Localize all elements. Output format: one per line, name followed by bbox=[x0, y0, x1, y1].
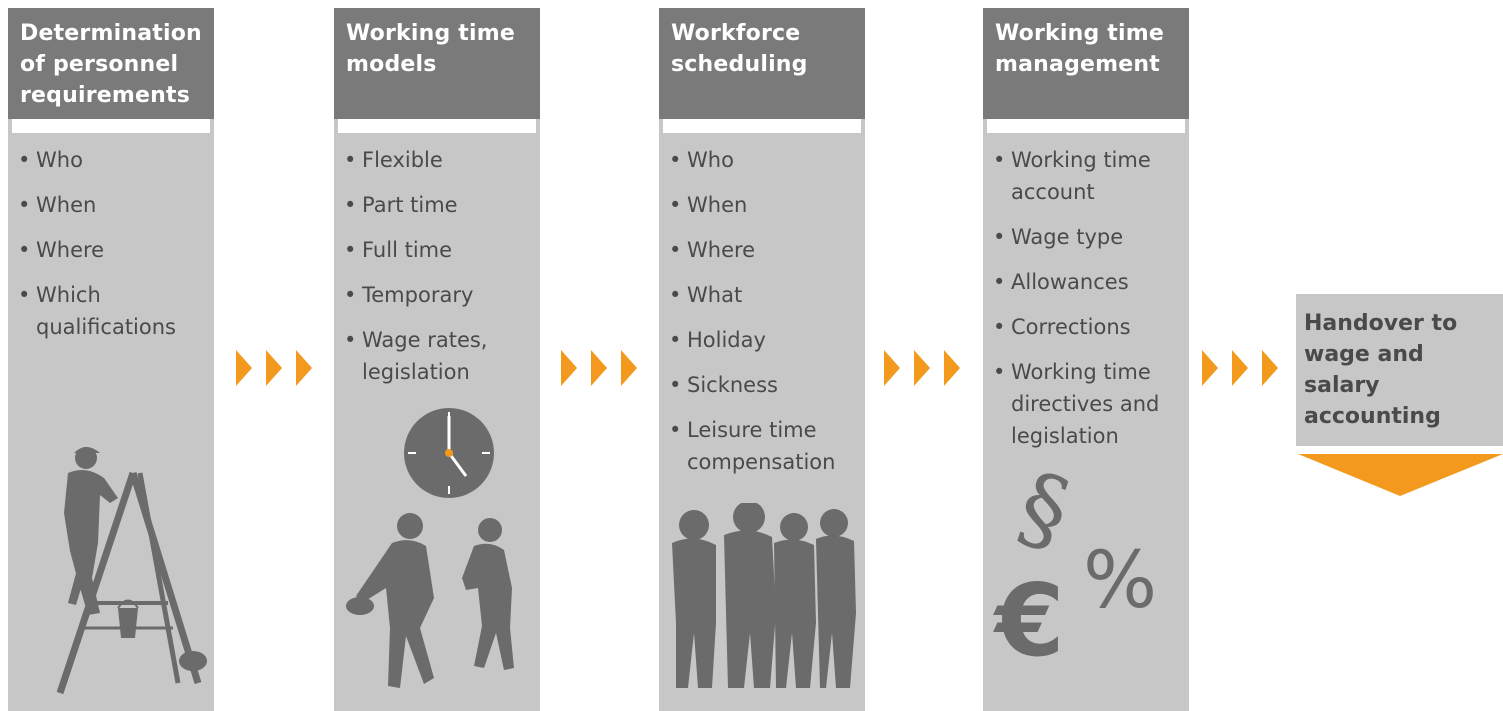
list-item: Temporary bbox=[344, 279, 538, 311]
column-title: Working time management bbox=[995, 21, 1164, 77]
list-item: Flexible bbox=[344, 144, 538, 176]
list-item: Corrections bbox=[993, 311, 1187, 343]
item-list: Who When Where Which qualifications bbox=[18, 144, 212, 356]
column-divider bbox=[663, 119, 861, 133]
flow-arrows-icon bbox=[884, 350, 960, 386]
euro-icon: € bbox=[995, 562, 1065, 679]
list-item: Holiday bbox=[669, 324, 863, 356]
list-item: Which qualifications bbox=[18, 279, 212, 343]
down-arrow-icon bbox=[1298, 454, 1503, 496]
column-header: Working time management bbox=[983, 8, 1189, 119]
handover-label: Handover to wage and salary accounting bbox=[1304, 311, 1458, 429]
column-header: Determination of personnel requirements bbox=[8, 8, 214, 119]
column-title: Workforce scheduling bbox=[671, 21, 808, 77]
column-divider bbox=[987, 119, 1185, 133]
list-item: Full time bbox=[344, 234, 538, 266]
list-item: Who bbox=[18, 144, 212, 176]
column-divider bbox=[12, 119, 210, 133]
item-list: Who When Where What Holiday Sickness Lei… bbox=[669, 144, 863, 491]
group-of-people-icon bbox=[672, 503, 856, 688]
column-header: Working time models bbox=[334, 8, 540, 119]
clock-icon bbox=[404, 408, 494, 498]
list-item: Working time directives and legislation bbox=[993, 356, 1187, 452]
column-personnel-requirements: Determination of personnel requirements … bbox=[8, 8, 214, 711]
item-list: Flexible Part time Full time Temporary W… bbox=[344, 144, 538, 401]
list-item: Where bbox=[18, 234, 212, 266]
list-item: When bbox=[669, 189, 863, 221]
column-divider bbox=[338, 119, 536, 133]
column-title: Determination of personnel requirements bbox=[20, 21, 202, 108]
list-item: When bbox=[18, 189, 212, 221]
flow-arrows-icon bbox=[1202, 350, 1278, 386]
column-title: Working time models bbox=[346, 21, 515, 77]
list-item: Wage type bbox=[993, 221, 1187, 253]
ladder-worker-icon bbox=[56, 447, 207, 695]
item-list: Working time account Wage type Allowance… bbox=[993, 144, 1187, 465]
handover-box: Handover to wage and salary accounting bbox=[1296, 294, 1503, 446]
column-working-time-management: Working time management Working time acc… bbox=[983, 8, 1189, 711]
flow-arrows-icon bbox=[561, 350, 637, 386]
list-item: Part time bbox=[344, 189, 538, 221]
list-item: Allowances bbox=[993, 266, 1187, 298]
column-header: Workforce scheduling bbox=[659, 8, 865, 119]
list-item: Leisure time compensation bbox=[669, 414, 863, 478]
column-workforce-scheduling: Workforce scheduling Who When Where What… bbox=[659, 8, 865, 711]
list-item: Sickness bbox=[669, 369, 863, 401]
list-item: What bbox=[669, 279, 863, 311]
list-item: Working time account bbox=[993, 144, 1187, 208]
flow-arrows-icon bbox=[236, 350, 312, 386]
list-item: Where bbox=[669, 234, 863, 266]
column-working-time-models: Working time models Flexible Part time F… bbox=[334, 8, 540, 711]
people-icon bbox=[346, 513, 514, 688]
list-item: Who bbox=[669, 144, 863, 176]
percent-icon: % bbox=[1083, 536, 1158, 626]
list-item: Wage rates, legislation bbox=[344, 324, 538, 388]
